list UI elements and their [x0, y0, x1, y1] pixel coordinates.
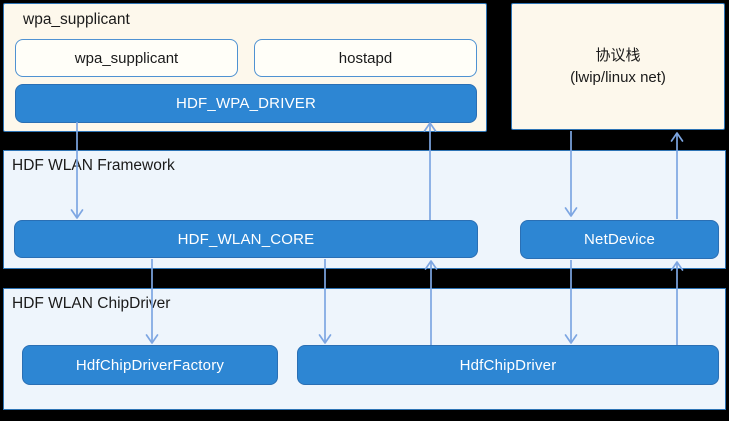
hdf-wlan-core-box-label: HDF_WLAN_CORE: [177, 230, 315, 248]
netdevice-box: NetDevice: [520, 220, 719, 259]
hdf-chipdriver-factory-box: HdfChipDriverFactory: [22, 345, 278, 385]
netdevice-box-label: NetDevice: [584, 231, 655, 248]
hdf-wpa-driver-box: HDF_WPA_DRIVER: [15, 84, 477, 123]
hdf-chipdriver-box-label: HdfChipDriver: [459, 356, 557, 374]
hdf-wlan-chipdriver-section: HDF WLAN ChipDriver HdfChipDriverFactory…: [3, 288, 726, 410]
hdf-wpa-driver-box-label: HDF_WPA_DRIVER: [175, 95, 317, 112]
protocol-stack-label-en: (lwip/linux net): [570, 68, 666, 86]
hdf-wlan-core-box: HDF_WLAN_CORE: [14, 220, 478, 258]
hdf-wlan-framework-section: HDF WLAN Framework HDF_WLAN_CORE NetDevi…: [3, 150, 726, 269]
hdf-wlan-framework-title: HDF WLAN Framework: [12, 157, 175, 174]
hdf-chipdriver-factory-box-label: HdfChipDriverFactory: [75, 356, 225, 374]
protocol-stack-box: 协议栈 (lwip/linux net): [511, 3, 725, 130]
wpa-supplicant-container-title: wpa_supplicant: [23, 11, 130, 28]
wpa-supplicant-box: wpa_supplicant: [15, 39, 238, 77]
wpa-supplicant-container: wpa_supplicant wpa_supplicant hostapd HD…: [3, 3, 487, 132]
hdf-chipdriver-box: HdfChipDriver: [297, 345, 719, 385]
hdf-wlan-chipdriver-title: HDF WLAN ChipDriver: [12, 295, 171, 312]
protocol-stack-label-cn: 协议栈: [595, 46, 641, 64]
hostapd-box-label: hostapd: [338, 49, 393, 67]
wpa-supplicant-box-label: wpa_supplicant: [74, 49, 179, 67]
hostapd-box: hostapd: [254, 39, 477, 77]
